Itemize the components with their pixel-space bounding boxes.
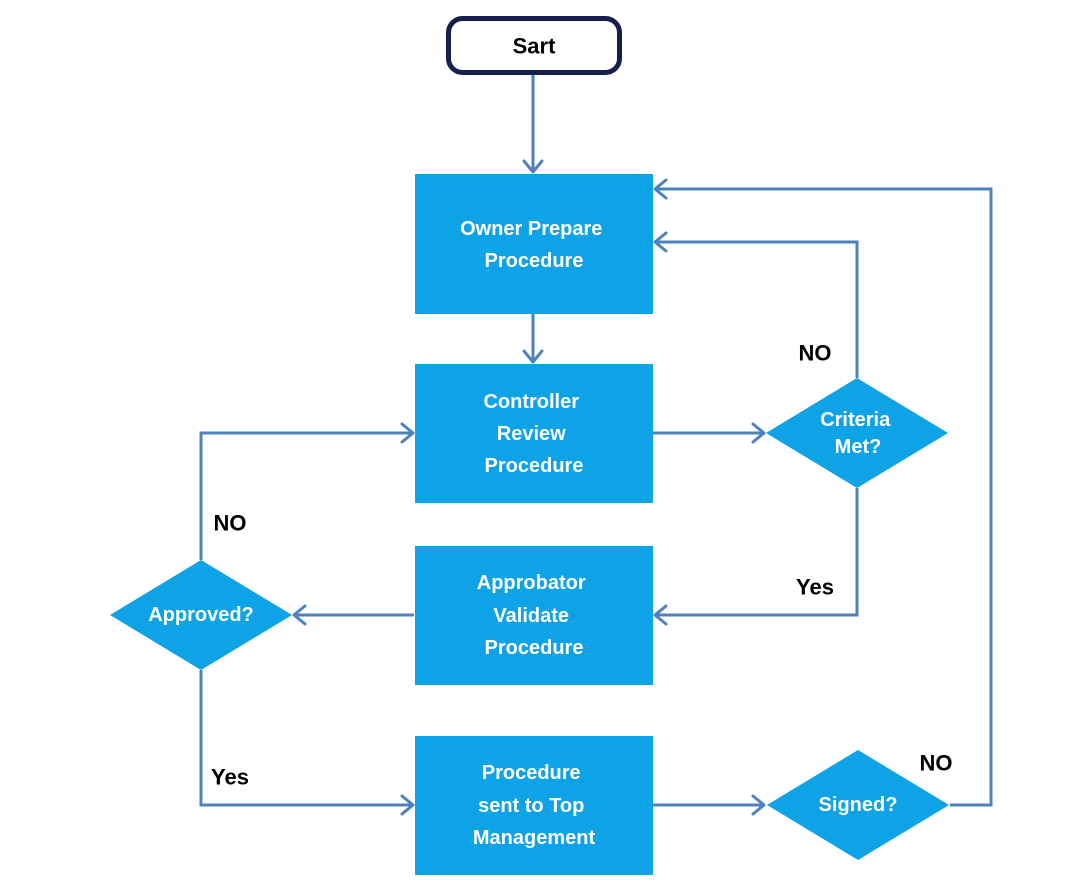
approbator-validate-line-1: Approbator	[477, 572, 586, 594]
decision-signed: Signed?	[767, 750, 949, 860]
edge-approbator-to-approved	[292, 604, 414, 626]
criteria-met-diamond	[766, 378, 948, 488]
criteria-met-line-1: Criteria	[820, 409, 891, 431]
edge-approved-no-loop	[199, 422, 415, 560]
edge-owner-prepare-to-controller-review	[522, 314, 544, 364]
owner-prepare-label: Owner Prepare Procedure	[460, 212, 608, 272]
owner-prepare-box	[415, 174, 653, 314]
controller-review-box	[415, 364, 653, 503]
edge-top-management-to-signed	[653, 794, 766, 816]
decision-criteria-met: Criteria Met?	[766, 378, 948, 488]
top-management-line-2: sent to Top	[478, 795, 584, 817]
edge-criteria-met-yes	[653, 488, 859, 626]
edge-start-to-owner-prepare	[522, 73, 544, 174]
approved-diamond	[110, 560, 292, 670]
edge-criteria-met-no-loop	[653, 231, 859, 378]
controller-review-line-1: Controller	[483, 391, 579, 413]
signed-no-label: NO	[920, 751, 953, 776]
approbator-validate-box	[415, 546, 653, 685]
signed-label: Signed?	[819, 794, 898, 816]
criteria-no-label: NO	[799, 341, 832, 366]
start-label: Sart	[513, 34, 556, 59]
edge-approved-yes	[199, 670, 415, 816]
start-terminal-shape	[446, 16, 622, 75]
step-controller-review: Controller Review Procedure	[415, 364, 653, 503]
controller-review-line-2: Review	[497, 423, 566, 445]
approved-label: Approved?	[148, 604, 254, 626]
top-management-line-3: Management	[473, 827, 596, 849]
owner-prepare-line-1: Owner Prepare	[460, 218, 602, 240]
step-owner-prepare: Owner Prepare Procedure	[415, 174, 653, 314]
signed-diamond	[767, 750, 949, 860]
approbator-validate-line-3: Procedure	[485, 637, 584, 659]
step-approbator-validate: Approbator Validate Procedure	[415, 546, 653, 685]
start-node: Sart	[446, 16, 622, 75]
edge-signed-no-loop	[653, 178, 993, 807]
approved-yes-label: Yes	[211, 765, 249, 790]
controller-review-line-3: Procedure	[485, 455, 584, 477]
approbator-validate-line-2: Validate	[493, 605, 569, 627]
top-management-box	[415, 736, 653, 875]
edge-controller-review-to-criteria-met	[653, 422, 766, 444]
connectors	[199, 73, 993, 816]
step-sent-to-top-management: Procedure sent to Top Management	[415, 736, 653, 875]
criteria-met-line-2: Met?	[835, 436, 882, 458]
approbator-validate-label: Approbator Validate Procedure	[477, 566, 591, 659]
criteria-yes-label: Yes	[796, 575, 834, 600]
top-management-label: Procedure sent to Top Management	[473, 756, 596, 849]
decision-approved: Approved?	[110, 560, 292, 670]
controller-review-label: Controller Review Procedure	[483, 385, 584, 477]
owner-prepare-line-2: Procedure	[485, 250, 584, 272]
top-management-line-1: Procedure	[482, 762, 581, 784]
approved-no-label: NO	[214, 511, 247, 536]
criteria-met-label: Criteria Met?	[820, 403, 896, 458]
